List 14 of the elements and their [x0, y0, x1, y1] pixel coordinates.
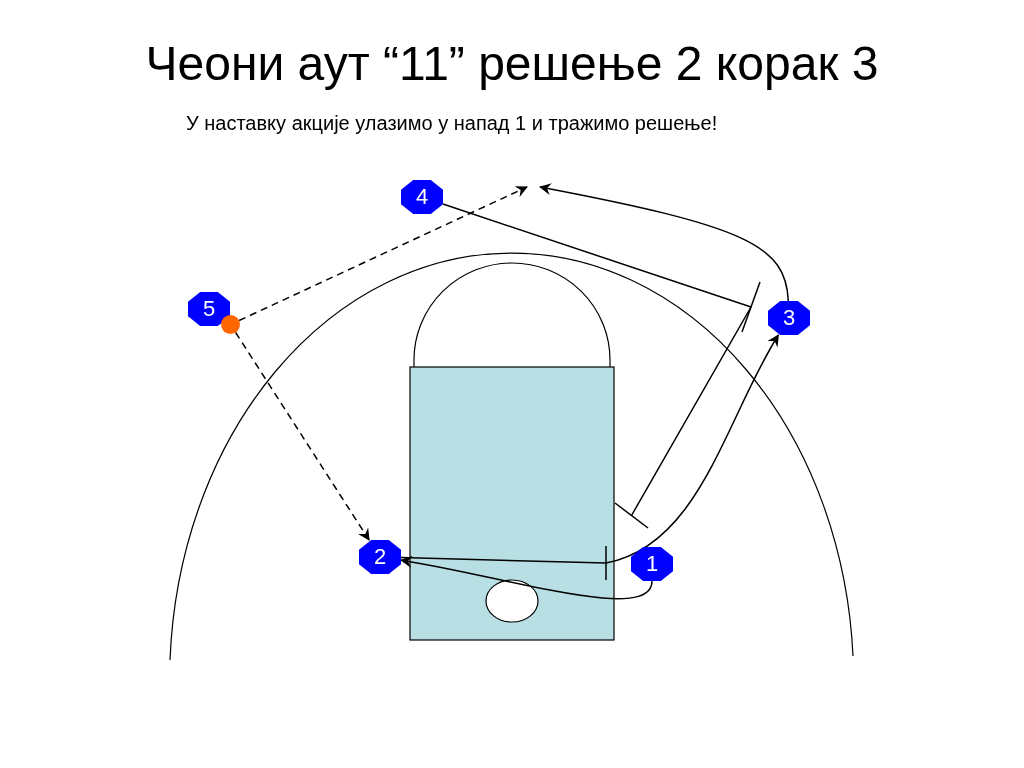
title: Чеони аут “11” решење 2 корак 3 [144, 38, 880, 91]
ball-marker [221, 315, 240, 334]
arrow [539, 183, 790, 302]
screen-bar [602, 546, 610, 580]
screen-bar [614, 502, 649, 529]
connector-line [630, 306, 752, 517]
connector-line [442, 203, 752, 308]
arrow [400, 556, 653, 600]
subtitle: У наставку акције улазимо у напад 1 и тражимо решење! [186, 112, 718, 135]
arrow [605, 334, 780, 564]
screen-bar [741, 281, 761, 333]
dashed-arrow [238, 186, 528, 322]
connector-line [400, 556, 607, 564]
dashed-arrow [234, 331, 370, 541]
